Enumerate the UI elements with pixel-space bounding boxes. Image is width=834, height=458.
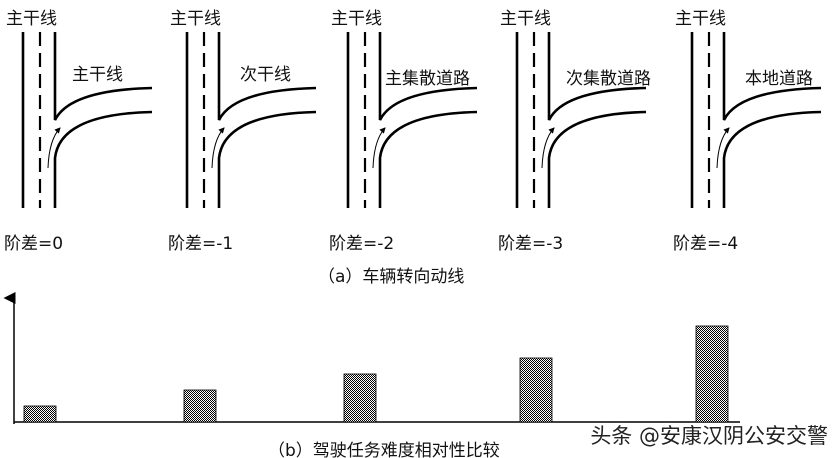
bar-3 [519,357,553,423]
level-difference-label: 阶差=-1 [168,234,234,254]
bar-2 [343,373,377,423]
difficulty-bar-chart [3,292,740,424]
branch-road-lower-edge [217,110,317,208]
branch-road-label: 次干线 [240,65,291,85]
turn-arrow-icon [541,127,555,169]
level-difference-label: 阶差=-3 [498,234,564,254]
level-difference-label: 阶差=-2 [329,234,395,254]
branch-road-label: 本地道路 [745,69,813,89]
turn-panel [346,32,478,208]
bar-1 [183,389,217,423]
caption-b: （b）驾驶任务难度相对性比较 [268,441,500,458]
turn-panel [21,32,153,208]
main-road-right-edge-upper [378,32,478,121]
branch-road-lower-edge [378,110,478,208]
main-road-right-edge-upper [53,32,153,121]
branch-road-lower-edge [53,110,153,208]
turn-arrow-icon [716,127,730,169]
main-road-label: 主干线 [170,9,221,29]
turn-arrow-icon [372,127,386,169]
main-road-label: 主干线 [675,9,726,29]
main-road-label: 主干线 [500,9,551,29]
main-road-right-edge-upper [217,32,317,121]
branch-road-label: 次集散道路 [566,69,651,89]
branch-road-lower-edge [722,110,822,208]
main-road-right-edge-upper [722,32,822,121]
level-difference-label: 阶差=-4 [673,234,739,254]
main-road-right-edge-upper [547,32,647,121]
bar-0 [23,405,57,423]
level-difference-label: 阶差=0 [4,234,64,254]
main-road-label: 主干线 [331,9,382,29]
bar-4 [695,325,729,423]
turn-panel [515,32,647,208]
caption-a: （a）车辆转向动线 [318,267,465,287]
turn-arrow-icon [211,127,225,169]
turn-arrow-icon [47,127,61,169]
branch-road-label: 主集散道路 [385,69,470,89]
watermark: 头条 @安康汉阴公安交警 [590,424,828,448]
main-road-label: 主干线 [6,9,57,29]
turn-panel [185,32,317,208]
turn-panel [690,32,822,208]
branch-road-lower-edge [547,110,647,208]
branch-road-label: 主干线 [72,65,123,85]
